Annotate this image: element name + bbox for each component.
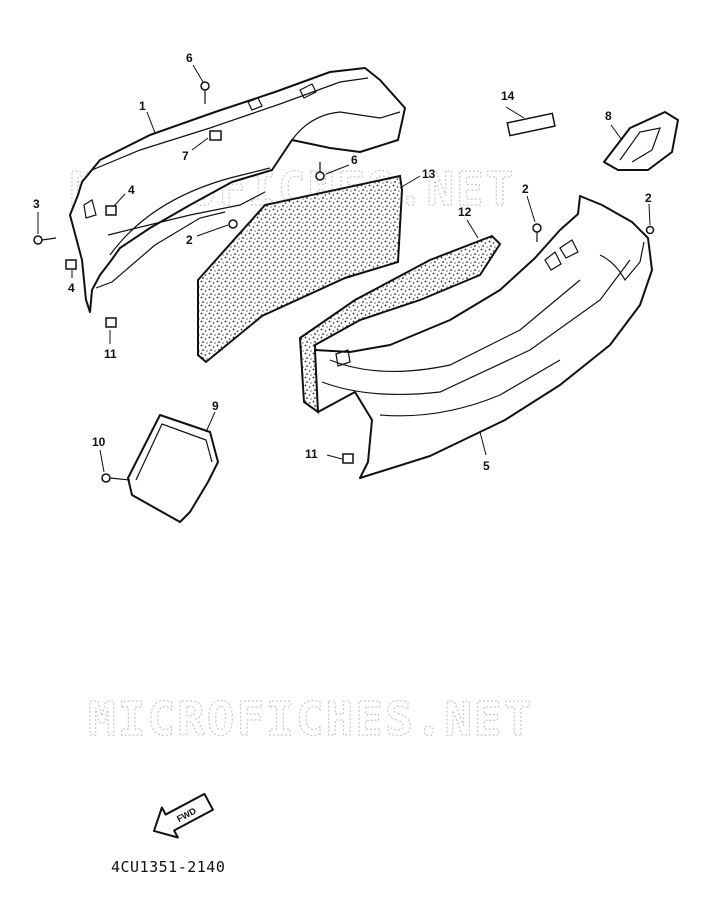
part-6-screw-mid xyxy=(315,162,325,181)
callout-12: 12 xyxy=(458,205,472,219)
part-14-label xyxy=(506,112,556,137)
part-7-nut xyxy=(209,130,222,141)
part-12-foam-pad xyxy=(298,234,502,415)
part-2-screw-right xyxy=(645,225,655,235)
callout-2-right: 2 xyxy=(645,191,652,205)
callout-5: 5 xyxy=(483,459,490,473)
part-11-nut-right xyxy=(342,453,354,464)
watermark-middle: MICROFICHES.NET xyxy=(88,692,533,746)
callout-2-left: 2 xyxy=(186,233,193,247)
callout-14: 14 xyxy=(501,89,515,103)
callout-2-center: 2 xyxy=(522,182,529,196)
part-2-screw-left xyxy=(228,219,238,229)
callout-4-lower: 4 xyxy=(68,281,75,295)
part-5-side-cover xyxy=(314,195,653,479)
callout-4-upper: 4 xyxy=(128,183,135,197)
fwd-arrow-icon: FWD xyxy=(152,792,214,839)
callout-11-right: 11 xyxy=(305,447,318,461)
callout-3: 3 xyxy=(33,197,40,211)
part-4-nut-upper xyxy=(105,205,117,216)
callout-11-left: 11 xyxy=(104,347,117,361)
part-3-screw xyxy=(33,235,57,245)
part-2-screw-center xyxy=(532,223,542,242)
callout-6-top: 6 xyxy=(186,51,193,65)
part-10-screw xyxy=(101,473,131,483)
callout-6-mid: 6 xyxy=(351,153,358,167)
part-11-nut-left xyxy=(105,317,117,328)
leader-lines xyxy=(37,64,651,473)
callout-8: 8 xyxy=(605,109,612,123)
diagram-code: 4CU1351-2140 xyxy=(111,858,226,876)
part-1-side-cover xyxy=(69,67,406,313)
part-6-screw-top xyxy=(200,81,210,104)
part-9-lid xyxy=(127,414,219,523)
part-8-emblem xyxy=(603,111,679,171)
part-13-foam-pad xyxy=(197,174,404,364)
callout-13: 13 xyxy=(422,167,436,181)
callout-1: 1 xyxy=(139,99,146,113)
callout-9: 9 xyxy=(212,399,219,413)
callout-10: 10 xyxy=(92,435,106,449)
part-4-nut-lower xyxy=(65,259,77,270)
callout-7: 7 xyxy=(182,149,189,163)
